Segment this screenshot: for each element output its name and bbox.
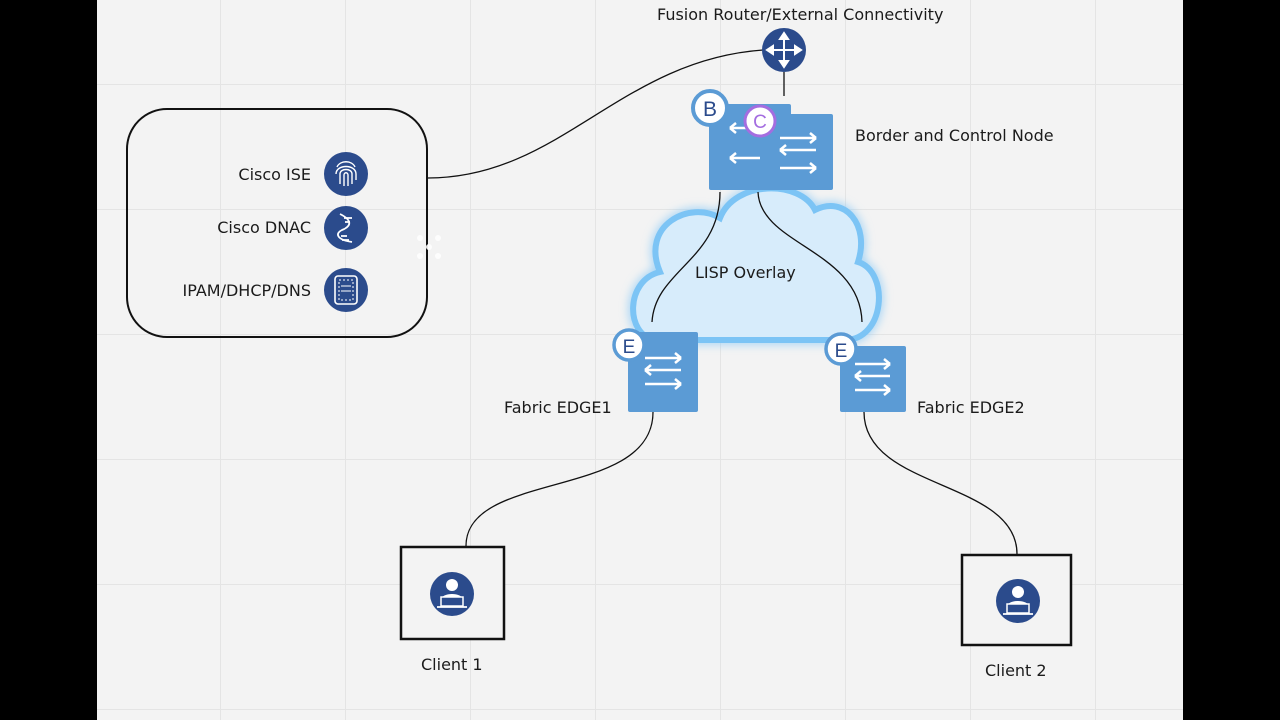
edge1-label: Fabric EDGE1 — [504, 398, 612, 417]
services-group-box — [126, 108, 428, 338]
switch-arrows-icon — [854, 358, 891, 396]
switch-arrows-icon — [729, 122, 817, 174]
control-badge: C — [743, 104, 777, 138]
edge2-label: Fabric EDGE2 — [917, 398, 1025, 417]
svg-text:C: C — [753, 112, 767, 133]
edge2-switch[interactable]: E — [824, 332, 906, 412]
svg-text:B: B — [703, 98, 717, 121]
link-border-edge1 — [651, 191, 721, 323]
user-laptop-icon — [430, 572, 474, 616]
diagram-canvas: B C E E — [97, 0, 1183, 720]
link-edge2-client2 — [863, 411, 1018, 555]
svg-text:E: E — [623, 337, 636, 358]
edge1-switch[interactable]: E — [612, 328, 698, 412]
cisco-ise-label: Cisco ISE — [238, 165, 311, 184]
link-border-edge2 — [757, 191, 863, 323]
router-icon[interactable] — [762, 28, 806, 72]
network-diagram: B C E E — [126, 28, 1073, 647]
user-laptop-icon — [996, 579, 1040, 623]
dnac-icon — [324, 206, 368, 250]
svg-text:E: E — [835, 341, 848, 362]
switch-arrows-icon — [644, 352, 682, 390]
ipam-dhcp-dns-label: IPAM/DHCP/DNS — [182, 281, 312, 300]
link-edge1-client1 — [465, 411, 654, 547]
link-services-router — [427, 49, 764, 179]
drag-handle-icon[interactable] — [417, 235, 441, 259]
server-icon — [324, 268, 368, 312]
fingerprint-icon — [324, 152, 368, 196]
lisp-overlay-label: LISP Overlay — [695, 263, 796, 282]
fusion-router-label: Fusion Router/External Connectivity — [657, 5, 944, 24]
client2-box[interactable] — [960, 553, 1073, 647]
cisco-dnac-label: Cisco DNAC — [217, 218, 311, 237]
border-control-label: Border and Control Node — [855, 126, 1054, 145]
connection-lines — [427, 49, 1018, 555]
client2-label: Client 2 — [985, 661, 1047, 680]
client1-label: Client 1 — [421, 655, 483, 674]
client1-box[interactable] — [399, 545, 506, 641]
border-badge: B — [691, 89, 729, 127]
